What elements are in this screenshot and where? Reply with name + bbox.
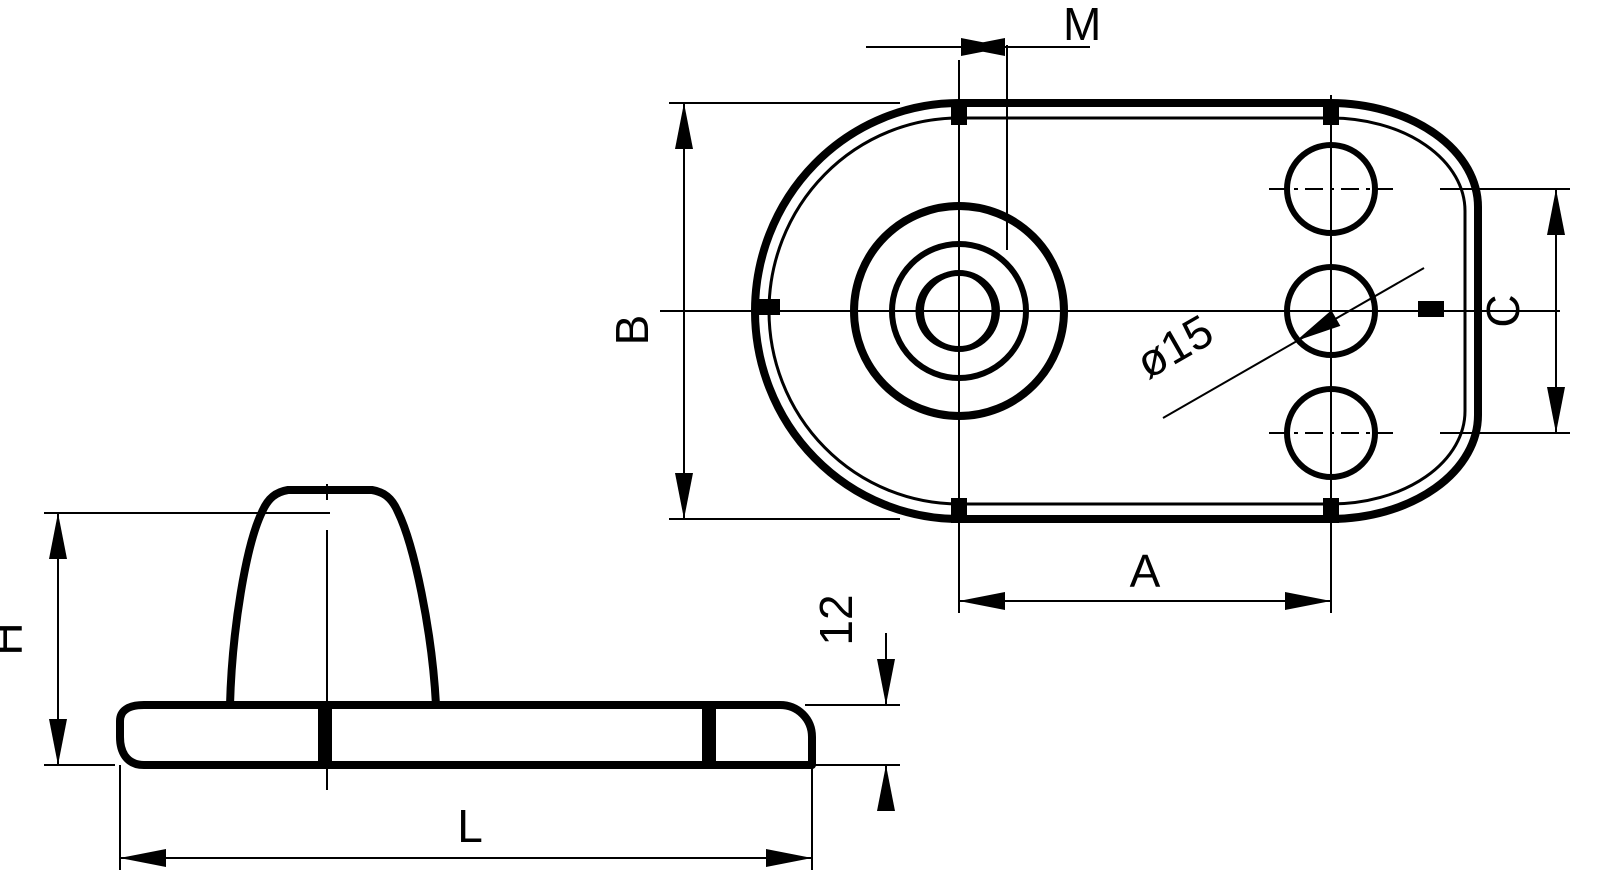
plate-inner-outline [767, 116, 1467, 506]
dimension-A [958, 519, 1332, 613]
dome-profile [226, 486, 440, 709]
dimension-B [669, 102, 900, 520]
seam-tick-bottom-right [1323, 498, 1339, 523]
base-seam-tick-left [318, 703, 332, 765]
dimension-M [866, 38, 1090, 56]
dimension-label-A: A [1130, 545, 1161, 597]
plate-outer-outline [751, 99, 1482, 523]
diameter-15-leader-line [1162, 267, 1425, 419]
dimension-label-H: H [0, 622, 32, 655]
base-seam-tick-right [702, 703, 716, 765]
top-view: ø15 M B C [606, 0, 1570, 613]
dimension-label-L: L [457, 800, 483, 852]
side-view: H L 12 [0, 484, 900, 870]
boss-bore-circle-offset [915, 271, 995, 351]
dimension-L [119, 765, 813, 870]
dimension-C [1440, 188, 1570, 434]
seam-tick-top-left [951, 100, 967, 125]
seam-tick-bottom-left [951, 498, 967, 523]
seam-tick-right [1418, 301, 1444, 317]
dimension-H [44, 512, 330, 766]
hole-middle [1284, 264, 1378, 358]
dimension-label-diameter-15: ø15 [1127, 304, 1222, 389]
dimension-12 [805, 633, 900, 811]
dimension-label-B: B [606, 315, 658, 346]
dimension-label-C: C [1477, 294, 1529, 327]
dimension-label-M: M [1063, 0, 1101, 50]
base-plate-profile [116, 701, 816, 769]
seam-tick-top-right [1323, 100, 1339, 125]
diameter-15-leader [1162, 267, 1425, 419]
seam-tick-left [752, 299, 780, 315]
dimension-label-12: 12 [810, 594, 862, 645]
